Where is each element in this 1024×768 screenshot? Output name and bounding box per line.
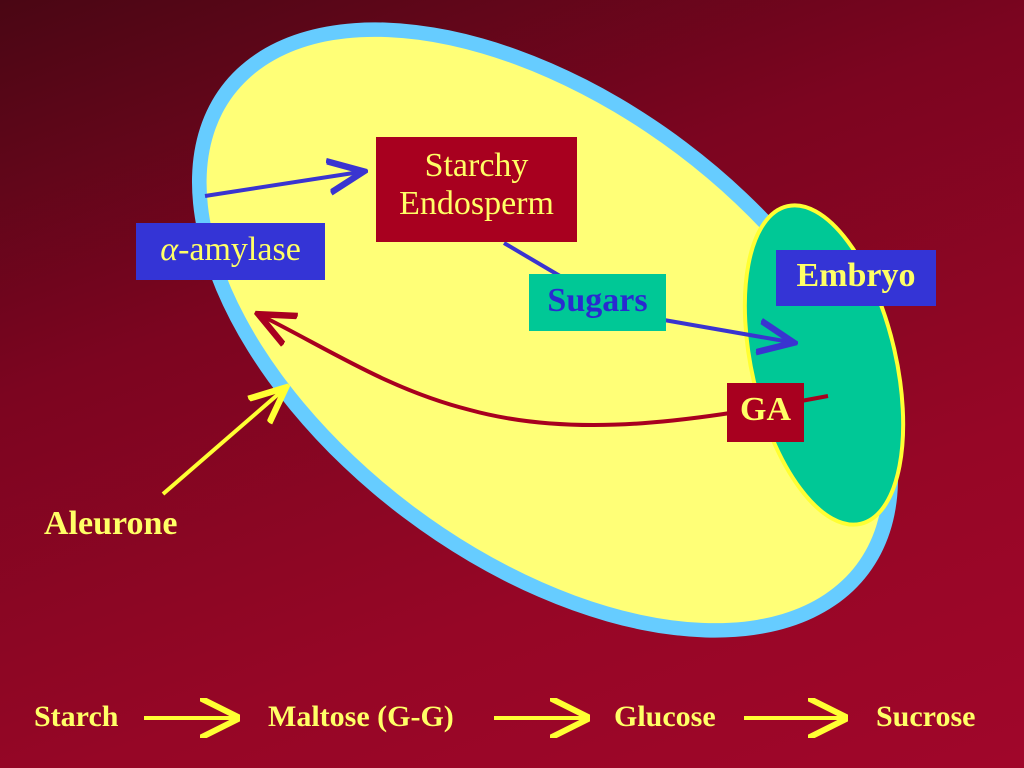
pathway-step-maltose: Maltose (G-G) (268, 700, 454, 733)
starchy-endosperm-label: Starchy Endosperm (376, 137, 577, 242)
amylase-to-endosperm-arrow (204, 172, 360, 198)
ga-to-aleurone-arrow (262, 316, 829, 428)
aleurone-pointer-arrow (161, 390, 283, 496)
alpha-symbol: α (160, 231, 179, 268)
embryo-label: Embryo (776, 250, 936, 306)
ga-label: GA (727, 383, 804, 442)
pathway-step-glucose: Glucose (614, 700, 716, 733)
starchy-endosperm-line1: Starchy (424, 147, 529, 184)
amylase-text: -amylase (178, 231, 301, 268)
starchy-endosperm-line2: Endosperm (399, 185, 554, 223)
pathway-step-sucrose: Sucrose (876, 700, 976, 733)
alpha-amylase-label: α-amylase (136, 223, 325, 280)
sugars-to-embryo-arrow (663, 318, 790, 342)
aleurone-label: Aleurone (44, 505, 178, 542)
endosperm-to-sugars-line (502, 241, 562, 278)
sugars-label: Sugars (529, 274, 666, 331)
pathway-step-starch: Starch (34, 700, 119, 733)
